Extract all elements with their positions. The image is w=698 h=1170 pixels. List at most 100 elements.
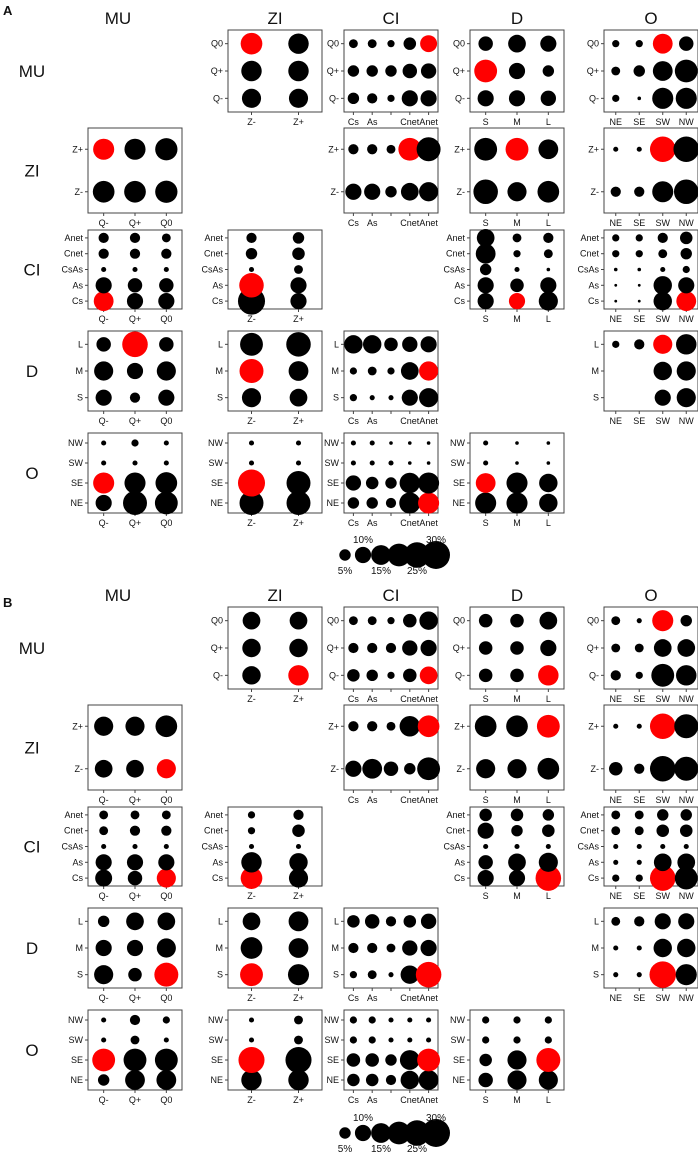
y-tick-label: S (333, 393, 339, 403)
bubble (347, 65, 360, 77)
bubble (506, 472, 528, 494)
column-header-mu: MU (105, 586, 131, 605)
legend-bubble (404, 1120, 430, 1146)
bubble (288, 938, 309, 958)
bubble (476, 759, 496, 779)
bubble (97, 1074, 110, 1086)
y-tick-label: CsAs (61, 265, 83, 275)
bubble (477, 293, 494, 310)
x-tick-label: Cs (348, 518, 359, 528)
x-tick-label: Q+ (129, 795, 141, 805)
x-tick-label: SW (656, 218, 671, 228)
x-tick-label: M (513, 1095, 521, 1105)
bubble (674, 714, 698, 739)
bubble (419, 611, 438, 630)
bubble (385, 497, 397, 509)
highlight-bubble (156, 868, 176, 888)
bubble (369, 395, 375, 401)
bubble (678, 277, 695, 294)
x-tick-label: Q- (99, 218, 109, 228)
bubble (242, 912, 261, 931)
y-tick-label: Z+ (328, 721, 339, 731)
x-tick-label: Cs (348, 218, 359, 228)
bubble (132, 460, 138, 466)
y-tick-label: Cs (588, 873, 599, 883)
bubble (95, 854, 112, 871)
row-header-zi: ZI (24, 162, 39, 181)
bubble (675, 964, 697, 986)
bubble (365, 1053, 379, 1067)
bubble (676, 361, 696, 381)
y-tick-label: Cs (454, 873, 465, 883)
bubble (542, 65, 555, 77)
bubble (95, 277, 112, 294)
bubble (127, 870, 143, 886)
bubble (677, 938, 696, 958)
bubble (288, 33, 309, 54)
highlight-bubble (420, 35, 438, 53)
bubble (613, 723, 619, 729)
bubble (479, 263, 492, 276)
x-tick-label: NE (609, 218, 622, 228)
cell-frame (603, 704, 698, 791)
bubble (242, 611, 261, 630)
bubble (348, 616, 358, 626)
bubble (386, 721, 396, 731)
bubble (288, 1069, 309, 1091)
highlight-bubble (649, 961, 677, 988)
y-tick-label: Z- (75, 187, 84, 197)
bubble (289, 388, 308, 407)
bubble (508, 870, 526, 887)
legend-bubble (339, 1127, 351, 1139)
bubble (652, 61, 673, 81)
bubble (101, 440, 107, 446)
bubble (546, 461, 551, 465)
x-tick-label: Anet (419, 416, 438, 426)
bubble (290, 293, 307, 310)
bubble (98, 232, 109, 244)
x-tick-label: Z- (247, 416, 256, 426)
bubble (537, 180, 560, 203)
bubble (97, 915, 110, 928)
bubble (399, 1050, 420, 1070)
bubble (155, 138, 178, 161)
bubble (95, 939, 112, 957)
size-legend: 5%10%15%25%30% (338, 1113, 450, 1155)
y-tick-label: SE (211, 1055, 223, 1065)
bubble (513, 1036, 521, 1044)
highlight-bubble (92, 1048, 116, 1072)
highlight-bubble (419, 361, 439, 381)
x-tick-label: Z+ (293, 314, 304, 324)
bubble (242, 666, 261, 685)
bubble (635, 671, 643, 679)
bubble (482, 1016, 490, 1024)
y-tick-label: SW (69, 458, 84, 468)
bubble (633, 65, 645, 77)
bubble (364, 914, 380, 929)
bubble (508, 90, 526, 107)
x-tick-label: As (367, 218, 378, 228)
bubble (515, 441, 519, 445)
bubble (158, 293, 175, 310)
bubble (403, 613, 417, 628)
bubble (612, 94, 620, 102)
bubble (653, 853, 672, 872)
bubble (420, 336, 437, 353)
y-tick-label: SE (211, 478, 223, 488)
bubble (388, 972, 394, 978)
bubble (94, 361, 114, 381)
y-tick-label: NW (324, 1015, 339, 1025)
x-tick-label: Cnet (400, 218, 420, 228)
bubble (506, 715, 528, 738)
bubble (402, 336, 418, 353)
bubble (241, 88, 262, 108)
y-tick-label: M (216, 943, 224, 953)
y-tick-label: NE (210, 498, 223, 508)
legend-label: 10% (353, 535, 373, 546)
legend-label: 15% (371, 1144, 391, 1155)
bubble (349, 1036, 358, 1044)
